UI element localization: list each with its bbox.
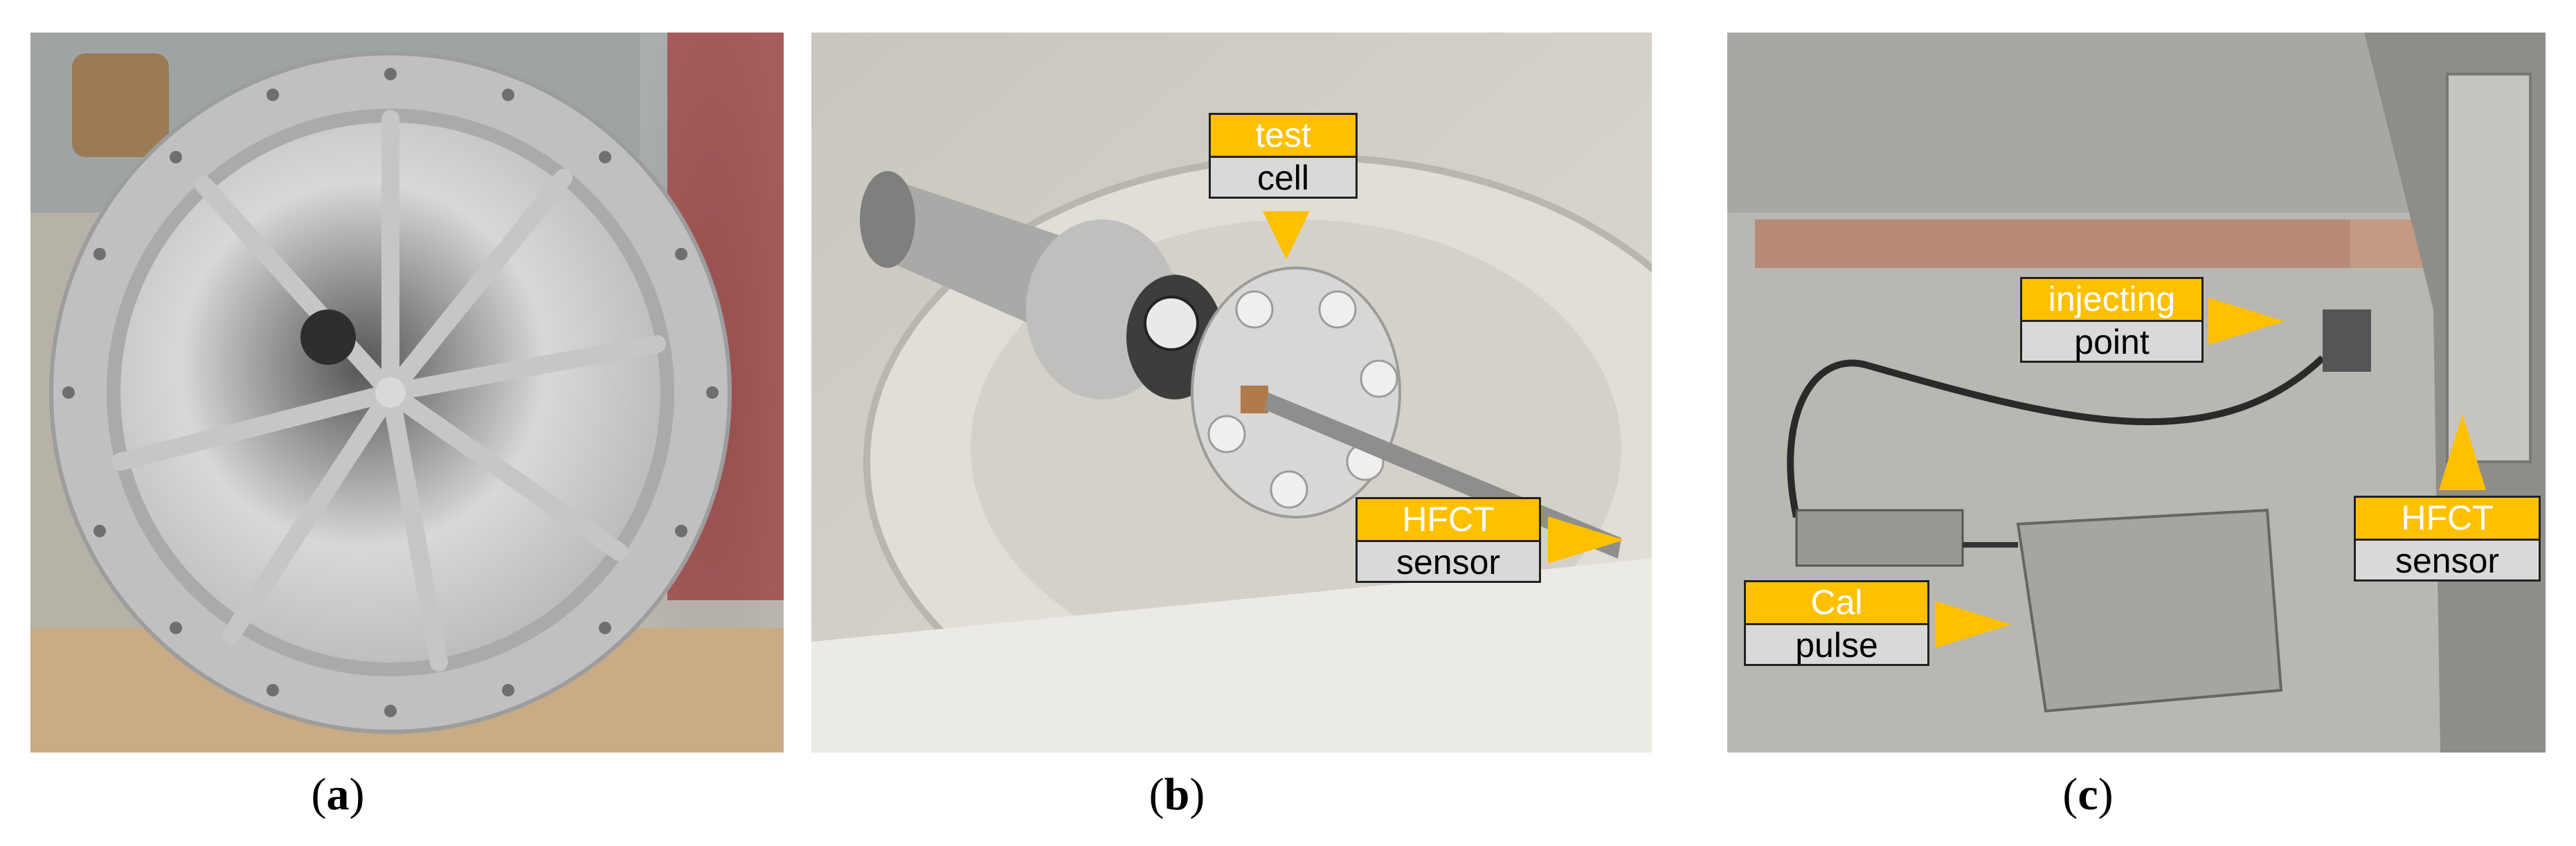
- caption-b: (b): [1149, 768, 1205, 821]
- caption-a-close: ): [349, 769, 365, 820]
- label-cal-pulse-line1: Cal: [1744, 580, 1929, 623]
- label-test-cell-line2: cell: [1209, 156, 1358, 199]
- caption-c: (c): [2062, 768, 2113, 821]
- arrow-injecting-point: [2208, 298, 2285, 345]
- label-cal-pulse: Cal pulse: [1744, 580, 1929, 666]
- label-injecting-point-line2: point: [2020, 320, 2204, 363]
- caption-b-open: (: [1149, 769, 1164, 820]
- label-hfct-sensor-b-line2: sensor: [1355, 540, 1541, 583]
- test-cell-front-photo: [30, 33, 784, 753]
- label-hfct-sensor-c-line2: sensor: [2354, 539, 2541, 582]
- caption-c-letter: c: [2078, 769, 2098, 820]
- label-hfct-sensor-b-line1: HFCT: [1355, 497, 1541, 540]
- label-injecting-point: injecting point: [2020, 277, 2204, 363]
- label-test-cell: test cell: [1209, 113, 1358, 199]
- label-hfct-sensor-c-line1: HFCT: [2354, 496, 2541, 539]
- arrow-hfct-sensor-c: [2439, 414, 2486, 490]
- caption-c-open: (: [2062, 769, 2078, 820]
- arrow-hfct-sensor-b: [1548, 516, 1624, 564]
- label-hfct-sensor-b: HFCT sensor: [1355, 497, 1541, 583]
- photo-panel-a: [30, 33, 784, 753]
- caption-b-letter: b: [1164, 769, 1190, 820]
- arrow-cal-pulse: [1935, 601, 2011, 648]
- caption-a-letter: a: [326, 769, 350, 820]
- arrow-test-cell: [1263, 211, 1310, 260]
- caption-c-close: ): [2098, 769, 2114, 820]
- label-injecting-point-line1: injecting: [2020, 277, 2204, 320]
- caption-a: (a): [312, 768, 365, 821]
- label-cal-pulse-line2: pulse: [1744, 623, 1929, 666]
- caption-a-open: (: [311, 769, 327, 820]
- caption-b-close: ): [1189, 769, 1205, 820]
- label-hfct-sensor-c: HFCT sensor: [2354, 496, 2541, 582]
- label-test-cell-line1: test: [1209, 113, 1358, 156]
